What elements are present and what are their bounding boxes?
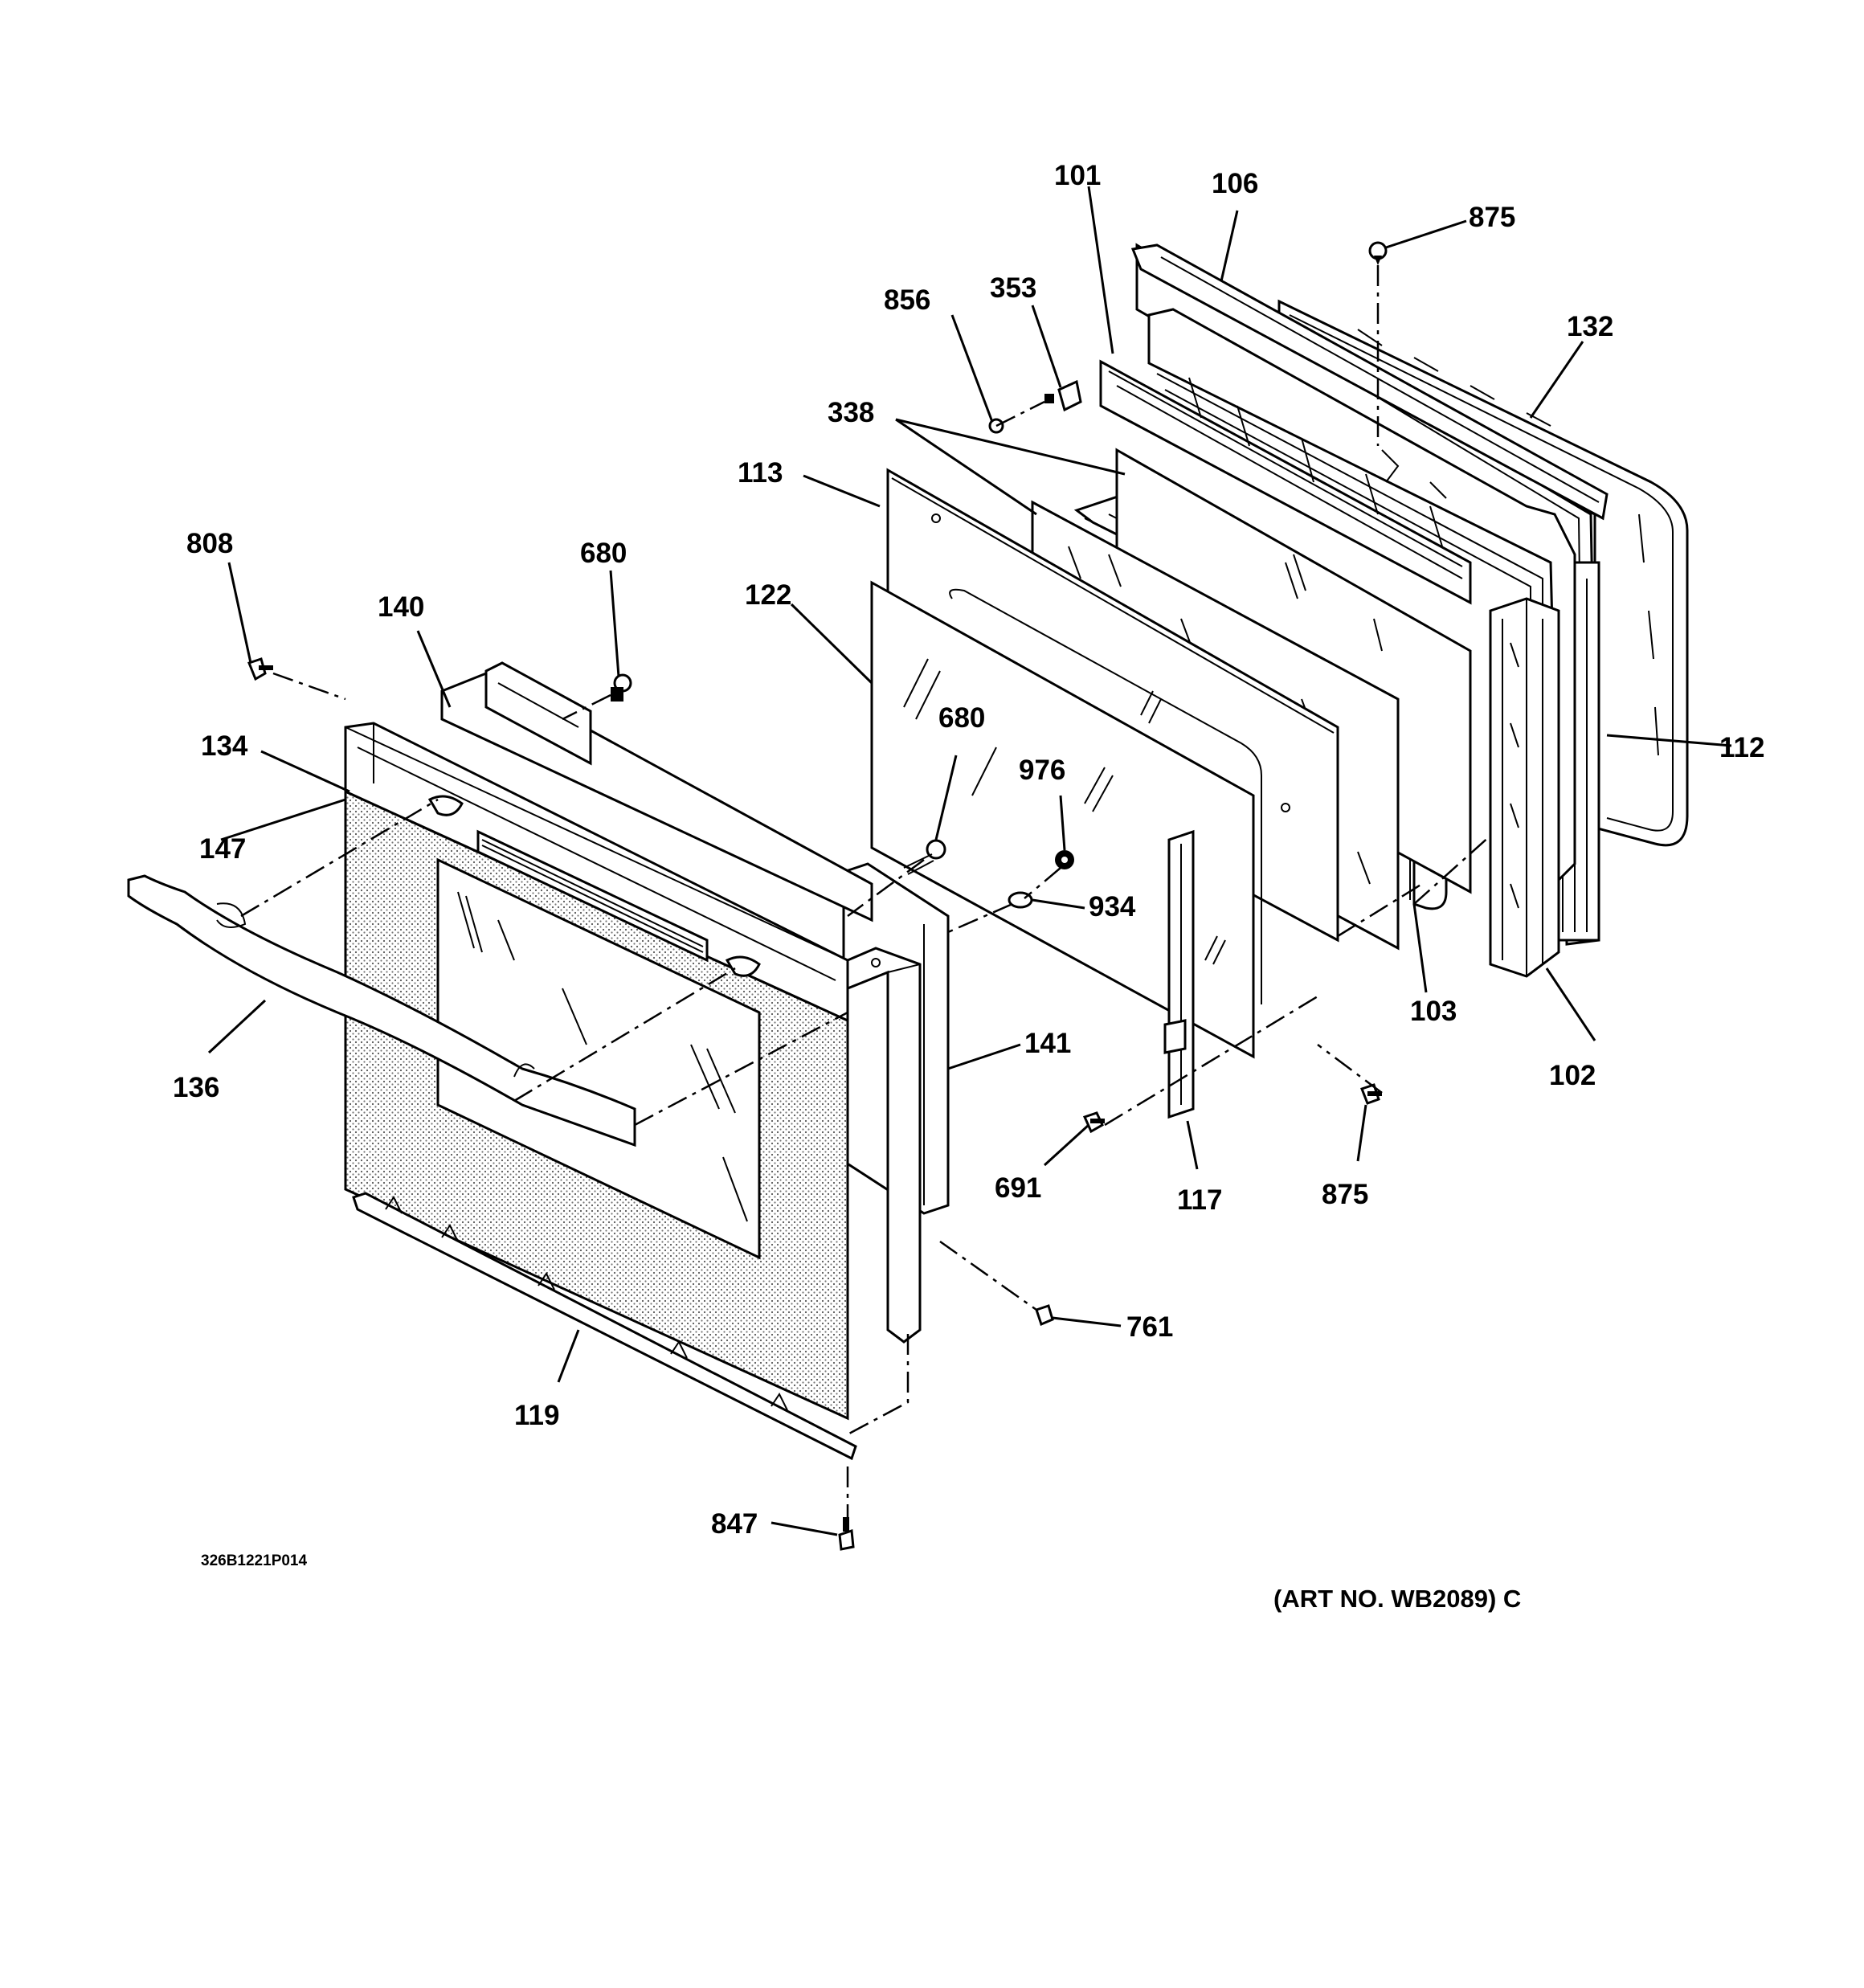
bracket-353 bbox=[1044, 379, 1082, 412]
screw-680-top bbox=[611, 673, 632, 702]
label-353: 353 bbox=[990, 272, 1036, 304]
label-680-mid: 680 bbox=[938, 702, 985, 734]
label-856: 856 bbox=[884, 284, 930, 316]
hinge-cover-102 bbox=[1489, 597, 1560, 978]
label-103: 103 bbox=[1410, 996, 1457, 1027]
control-panel-134 bbox=[344, 722, 849, 1023]
label-136: 136 bbox=[173, 1072, 219, 1103]
screw-847 bbox=[838, 1517, 855, 1551]
label-761: 761 bbox=[1126, 1311, 1173, 1343]
label-808: 808 bbox=[186, 528, 233, 559]
screw-875-bottom bbox=[1360, 1083, 1382, 1105]
leader-lines bbox=[207, 186, 1732, 1536]
label-976: 976 bbox=[1019, 755, 1065, 786]
door-end-cap bbox=[846, 947, 922, 1344]
nut-976 bbox=[1055, 850, 1074, 869]
label-691: 691 bbox=[995, 1172, 1041, 1204]
label-847: 847 bbox=[711, 1508, 758, 1540]
screw-691 bbox=[1082, 1111, 1105, 1134]
label-112: 112 bbox=[1719, 732, 1764, 763]
label-119: 119 bbox=[514, 1400, 559, 1431]
top-trim-106 bbox=[1130, 243, 1609, 521]
label-875-top: 875 bbox=[1469, 202, 1515, 233]
label-680-top: 680 bbox=[580, 538, 627, 569]
screw-680-mid bbox=[903, 839, 946, 875]
label-132: 132 bbox=[1567, 311, 1613, 342]
label-934: 934 bbox=[1089, 891, 1136, 922]
label-106: 106 bbox=[1212, 168, 1258, 199]
screw-808 bbox=[247, 657, 273, 681]
screw-875-top bbox=[1368, 241, 1388, 265]
label-102: 102 bbox=[1549, 1060, 1596, 1091]
part-labels: 101 106 875 856 353 132 338 113 808 680 … bbox=[173, 160, 1764, 1540]
screw-761 bbox=[1035, 1304, 1054, 1327]
label-141: 141 bbox=[1024, 1028, 1071, 1059]
vent-channel-140 bbox=[440, 661, 873, 922]
label-117: 117 bbox=[1177, 1184, 1222, 1216]
label-140: 140 bbox=[378, 591, 424, 623]
drawing-code: 326B1221P014 bbox=[201, 1552, 307, 1569]
art-number: (ART NO. WB2089) C bbox=[1273, 1585, 1521, 1613]
label-147: 147 bbox=[199, 833, 246, 865]
assembly-lines bbox=[240, 265, 1491, 1519]
bottom-trim-119 bbox=[352, 1192, 857, 1461]
label-113: 113 bbox=[738, 457, 783, 489]
hinge-bracket-117 bbox=[1163, 829, 1195, 1119]
label-101: 101 bbox=[1054, 160, 1101, 191]
label-134: 134 bbox=[201, 730, 248, 762]
label-875-bottom: 875 bbox=[1322, 1179, 1368, 1210]
door-handle-136 bbox=[127, 874, 636, 1147]
label-122: 122 bbox=[745, 579, 791, 611]
label-338: 338 bbox=[828, 397, 874, 428]
